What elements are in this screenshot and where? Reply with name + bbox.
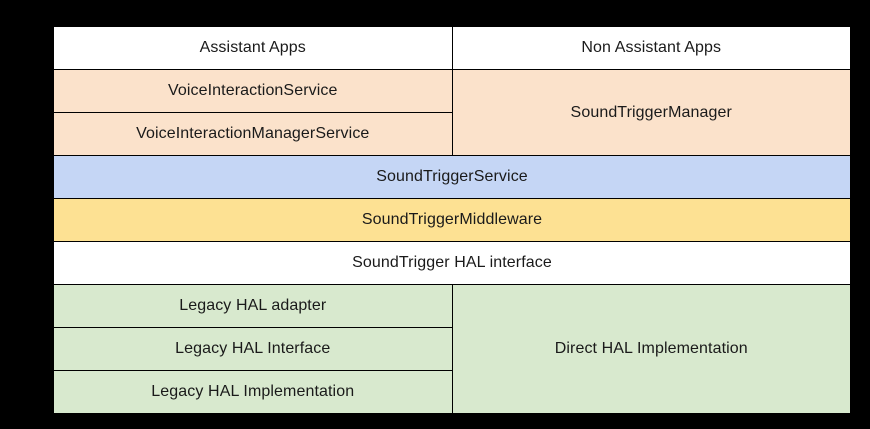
cell-soundtrigger-middleware: SoundTriggerMiddleware xyxy=(53,198,851,242)
cell-legacy-hal-interface: Legacy HAL Interface xyxy=(53,327,453,371)
cell-non-assistant-apps: Non Assistant Apps xyxy=(451,26,851,70)
voice-interaction-manager-service-row: VoiceInteractionManagerService xyxy=(53,112,851,156)
voice-interaction-service-row: VoiceInteractionService SoundTriggerMana… xyxy=(53,69,851,156)
cell-soundtrigger-service: SoundTriggerService xyxy=(53,155,851,199)
soundtrigger-hal-interface-row: SoundTrigger HAL interface xyxy=(53,241,851,285)
cell-direct-hal-implementation: Direct HAL Implementation xyxy=(451,284,851,414)
architecture-diagram: Assistant Apps Non Assistant Apps VoiceI… xyxy=(53,26,851,414)
layer-stack-table: Assistant Apps Non Assistant Apps VoiceI… xyxy=(53,26,851,414)
cell-voice-interaction-manager-service: VoiceInteractionManagerService xyxy=(53,112,453,156)
soundtrigger-middleware-row: SoundTriggerMiddleware xyxy=(53,198,851,242)
legacy-hal-implementation-row: Legacy HAL Implementation xyxy=(53,370,851,414)
cell-legacy-hal-implementation: Legacy HAL Implementation xyxy=(53,370,453,414)
legacy-hal-interface-row: Legacy HAL Interface xyxy=(53,327,851,371)
cell-voice-interaction-service: VoiceInteractionService xyxy=(53,69,453,113)
layer-stack-body: Assistant Apps Non Assistant Apps VoiceI… xyxy=(53,26,851,414)
legacy-hal-adapter-row: Legacy HAL adapter Direct HAL Implementa… xyxy=(53,284,851,414)
cell-soundtrigger-manager: SoundTriggerManager xyxy=(451,69,851,156)
cell-legacy-hal-adapter: Legacy HAL adapter xyxy=(53,284,453,328)
cell-assistant-apps: Assistant Apps xyxy=(53,26,453,70)
soundtrigger-service-row: SoundTriggerService xyxy=(53,155,851,199)
cell-soundtrigger-hal-interface: SoundTrigger HAL interface xyxy=(53,241,851,285)
header-row: Assistant Apps Non Assistant Apps xyxy=(53,26,851,70)
